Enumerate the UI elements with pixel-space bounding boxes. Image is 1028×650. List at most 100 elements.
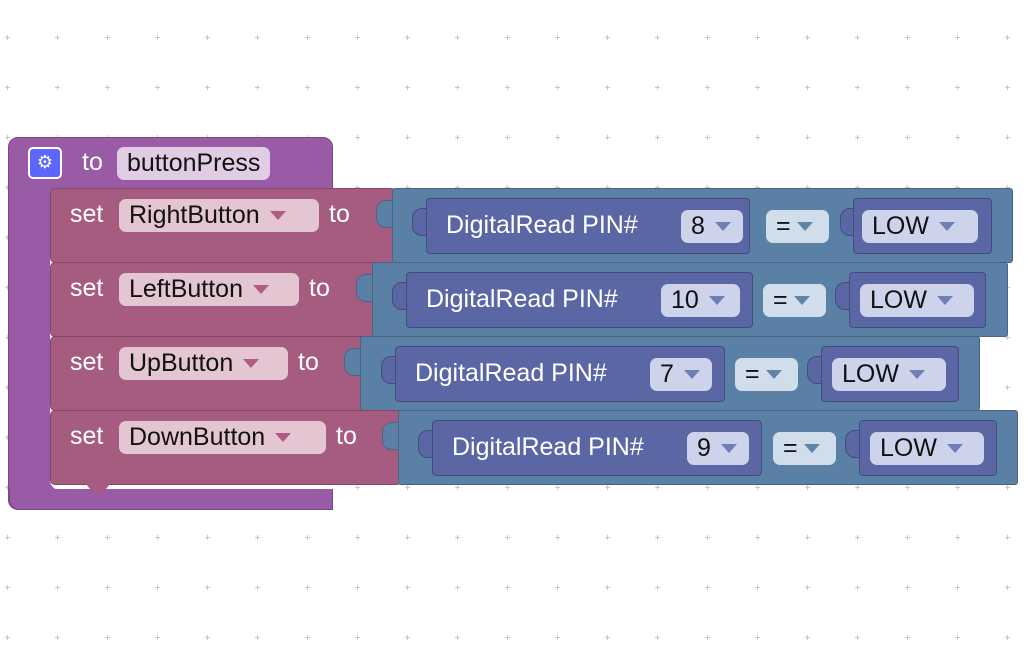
grid-dot (505, 85, 510, 90)
pin-dropdown[interactable]: 7 (650, 358, 712, 391)
grid-dot (705, 585, 710, 590)
grid-dot (155, 85, 160, 90)
operator-dropdown[interactable]: = (766, 210, 829, 243)
value-dropdown[interactable]: LOW (862, 210, 978, 243)
pin-dropdown[interactable]: 9 (687, 432, 749, 465)
grid-dot (855, 635, 860, 640)
grid-dot (155, 635, 160, 640)
grid-dot (605, 35, 610, 40)
grid-dot (555, 635, 560, 640)
procedure-prefix: to (82, 148, 103, 176)
grid-dot (555, 185, 560, 190)
grid-dot (5, 135, 10, 140)
grid-dot (905, 585, 910, 590)
grid-dot (655, 485, 660, 490)
value-dropdown[interactable]: LOW (870, 432, 984, 465)
grid-dot (205, 85, 210, 90)
grid-dot (755, 535, 760, 540)
grid-dot (5, 435, 10, 440)
value-text: LOW (870, 286, 927, 314)
grid-dot (105, 535, 110, 540)
operator-dropdown[interactable]: = (735, 358, 798, 391)
pin-dropdown[interactable]: 10 (661, 284, 740, 317)
variable-name: LeftButton (129, 275, 243, 303)
grid-dot (805, 585, 810, 590)
grid-dot (405, 135, 410, 140)
grid-dot (5, 385, 10, 390)
grid-dot (505, 585, 510, 590)
grid-dot (705, 485, 710, 490)
grid-dot (155, 585, 160, 590)
grid-dot (305, 535, 310, 540)
grid-dot (855, 585, 860, 590)
grid-dot (205, 535, 210, 540)
grid-dot (805, 535, 810, 540)
variable-dropdown[interactable]: UpButton (119, 347, 288, 380)
grid-dot (905, 635, 910, 640)
set-label: set (70, 422, 104, 450)
operator-dropdown[interactable]: = (763, 284, 826, 317)
chevron-down-icon (683, 370, 700, 379)
to-label: to (309, 274, 330, 302)
grid-dot (705, 535, 710, 540)
grid-dot (255, 635, 260, 640)
grid-dot (55, 85, 60, 90)
chevron-down-icon (908, 370, 925, 379)
procedure-settings-button[interactable]: ⚙ (28, 147, 62, 179)
grid-dot (855, 85, 860, 90)
grid-dot (55, 35, 60, 40)
grid-dot (5, 485, 10, 490)
set-label: set (70, 274, 104, 302)
grid-dot (655, 85, 660, 90)
value-text: LOW (880, 434, 937, 462)
chevron-down-icon (765, 370, 782, 379)
grid-dot (805, 635, 810, 640)
variable-dropdown[interactable]: RightButton (119, 199, 319, 232)
grid-dot (805, 135, 810, 140)
grid-dot (105, 635, 110, 640)
grid-dot (105, 85, 110, 90)
grid-dot (805, 185, 810, 190)
grid-dot (5, 235, 10, 240)
operator-value: = (776, 212, 791, 240)
grid-dot (455, 135, 460, 140)
chevron-down-icon (938, 222, 955, 231)
digitalread-label: DigitalRead PIN# (452, 433, 644, 461)
grid-dot (255, 585, 260, 590)
grid-dot (555, 135, 560, 140)
grid-dot (555, 85, 560, 90)
grid-dot (805, 485, 810, 490)
grid-dot (455, 535, 460, 540)
grid-dot (555, 485, 560, 490)
grid-dot (5, 635, 10, 640)
operator-value: = (745, 360, 760, 388)
procedure-name-field[interactable]: buttonPress (117, 147, 271, 180)
grid-dot (755, 585, 760, 590)
pin-dropdown[interactable]: 8 (681, 210, 743, 243)
operator-dropdown[interactable]: = (773, 432, 836, 465)
grid-dot (105, 35, 110, 40)
variable-dropdown[interactable]: LeftButton (119, 273, 299, 306)
grid-dot (705, 635, 710, 640)
grid-dot (1005, 85, 1010, 90)
grid-dot (855, 535, 860, 540)
variable-dropdown[interactable]: DownButton (119, 421, 326, 454)
variable-name: UpButton (129, 349, 234, 377)
grid-dot (705, 35, 710, 40)
value-dropdown[interactable]: LOW (860, 284, 974, 317)
chevron-down-icon (946, 444, 963, 453)
grid-dot (1005, 335, 1010, 340)
chevron-down-icon (243, 359, 260, 368)
grid-dot (305, 85, 310, 90)
digitalread-label: DigitalRead PIN# (446, 211, 638, 239)
chevron-down-icon (252, 285, 269, 294)
grid-dot (955, 485, 960, 490)
digitalread-block[interactable] (406, 272, 753, 328)
grid-dot (905, 485, 910, 490)
grid-dot (505, 35, 510, 40)
grid-dot (1005, 385, 1010, 390)
pin-value: 7 (660, 360, 674, 388)
value-dropdown[interactable]: LOW (832, 358, 946, 391)
block-notch (86, 484, 110, 493)
grid-dot (1005, 635, 1010, 640)
